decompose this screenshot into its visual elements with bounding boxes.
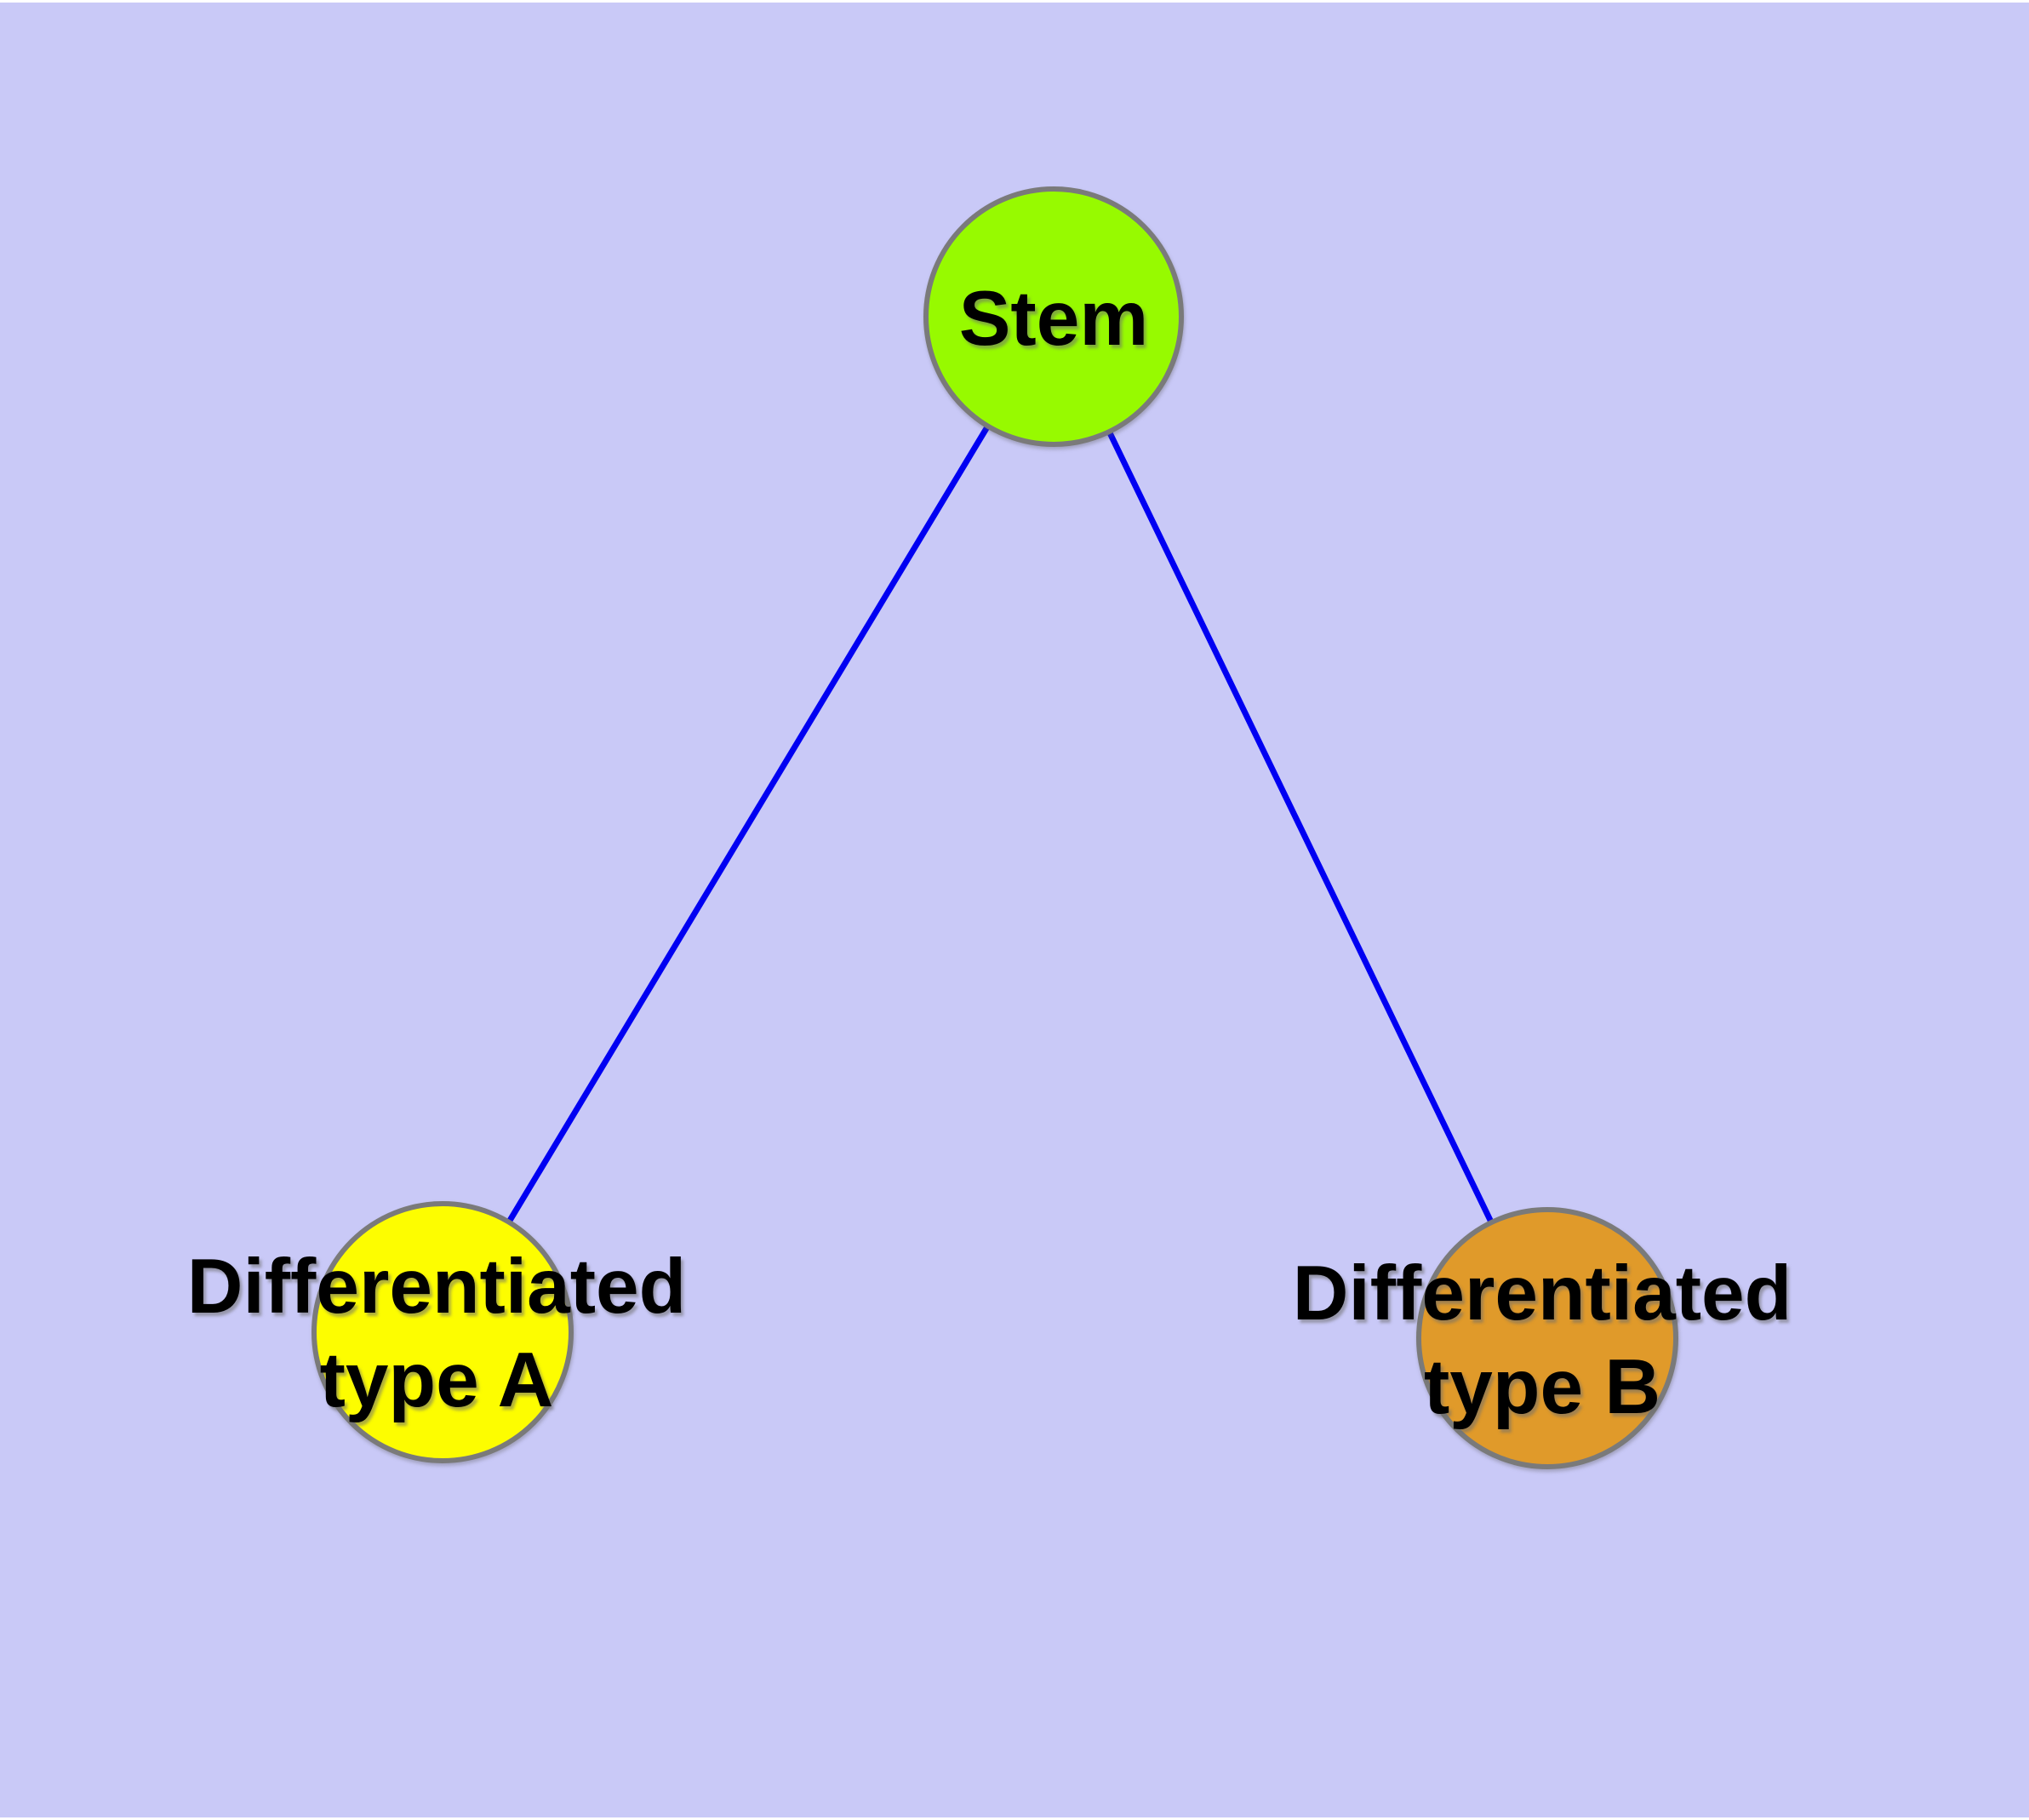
edge-stem-to-type-b [1050, 313, 1551, 1342]
edge-stem-to-type-a [439, 313, 1057, 1336]
top-margin-strip [0, 0, 2029, 3]
stem-node [923, 186, 1184, 447]
type-b-node [1416, 1207, 1678, 1469]
type-a-node [311, 1201, 574, 1463]
bottom-margin-strip [0, 1817, 2029, 1820]
